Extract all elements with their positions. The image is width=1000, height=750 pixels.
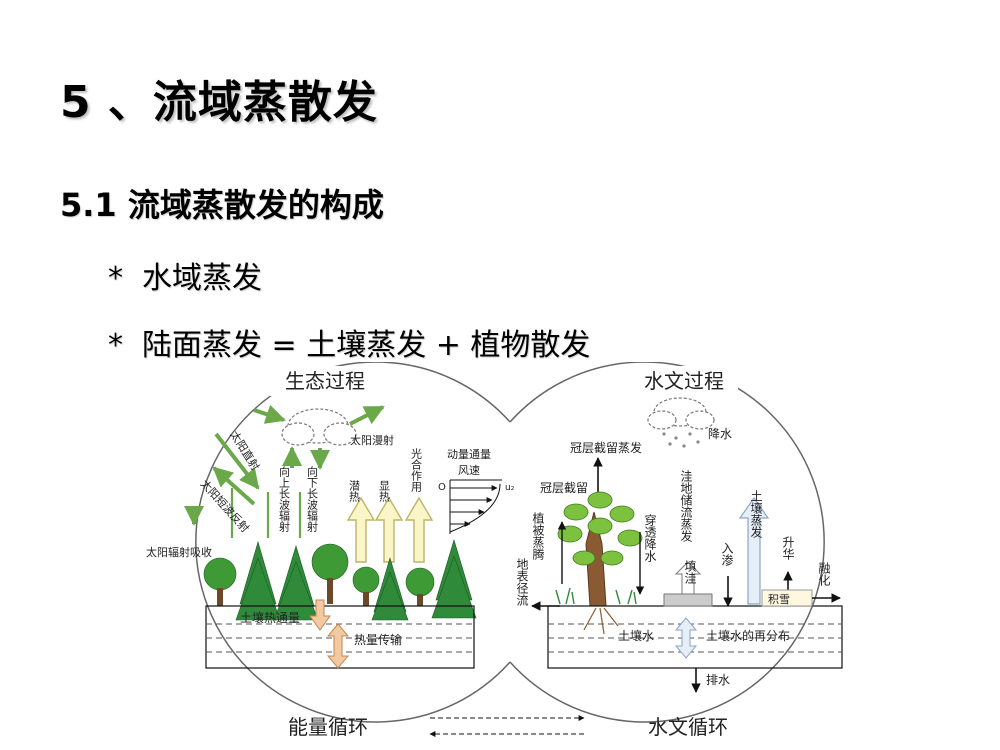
label-photosynthesis: 光合作用 [410, 447, 423, 493]
section-subtitle: 5.1 流域蒸散发的构成 [60, 186, 384, 224]
photo-arrow [404, 496, 434, 563]
roots [583, 607, 619, 635]
label-surface-runoff: 地表径流 [515, 558, 529, 606]
diffuse-arrow [349, 405, 385, 426]
longwave-labels: 向上长波辐射 向下长波辐射 [278, 465, 319, 533]
label-soil-evap: 土壤蒸发 [749, 490, 763, 538]
bullet-land-evaporation: * 陆面蒸发 = 土壤蒸发 + 植物散发 [108, 320, 590, 364]
soil-heat-arrow [309, 599, 331, 631]
grass [555, 587, 637, 605]
soil-evap-arrow [738, 496, 770, 605]
latent-heat-arrow [346, 496, 376, 563]
label-latent-heat: 潜热 [348, 479, 361, 503]
left-vegetation [203, 538, 477, 621]
redistribution-arrow [674, 617, 698, 659]
label-solar-reflect: 太阳短波反射 [198, 477, 253, 535]
label-throughfall: 穿透降水 [643, 513, 657, 562]
label-sensible-heat: 显热 [378, 480, 391, 503]
label-soil-heat-flux: 土壤热通量 [240, 610, 300, 625]
label-soil-water: 土壤水 [618, 628, 654, 643]
label-fill: 填洼 [683, 560, 697, 585]
label-snowpack: 积雪 [768, 593, 790, 606]
bullet-text: 水域蒸发 [142, 261, 262, 296]
label-canopy-intercept: 冠层截留 [540, 481, 588, 495]
label-transpiration: 植被蒸腾 [531, 511, 545, 560]
label-lw-down: 向下长波辐射 [306, 465, 319, 533]
label-sublimation: 升华 [781, 536, 795, 560]
bullet-water-evaporation: * 水域蒸发 [108, 253, 262, 297]
label-snowmelt: 融化 [817, 562, 831, 587]
heat-transfer-arrow [326, 623, 350, 669]
right-heading: 水文过程 [644, 369, 724, 393]
slide-title: 5 、流域蒸散发 [60, 77, 378, 128]
label-precip: 降水 [708, 427, 732, 441]
rain-cloud-icon [647, 397, 715, 430]
energy-cycle-label: 能量循环 [288, 715, 368, 739]
label-soil-redistribution: 土壤水的再分布 [706, 628, 790, 643]
label-solar-absorb: 太阳辐射吸收 [146, 545, 212, 559]
label-lw-up: 向上长波辐射 [278, 465, 291, 533]
label-depression: 洼地储流蒸发 [679, 470, 693, 542]
solar-direct-arrow [214, 432, 260, 490]
label-heat-transfer: 热量传输 [354, 632, 402, 647]
label-wind: 风速 [458, 464, 480, 477]
label-solar-direct: 太阳直射 [227, 428, 262, 473]
rain-drops [662, 432, 700, 448]
label-drainage: 排水 [706, 673, 730, 687]
fill-arrow [674, 561, 702, 595]
cloud-icon [281, 408, 357, 446]
left-heading: 生态过程 [285, 369, 365, 393]
cloud-out-arrow [253, 404, 286, 424]
evapotranspiration-diagram: 生态过程 水文过程 太阳直射 太阳短波反射 太阳漫射 太阳辐射吸收 向上长波辐射… [146, 362, 843, 739]
water-cycle-label: 水文循环 [648, 715, 728, 739]
depression-block [663, 593, 713, 607]
left-circle [195, 362, 511, 723]
label-infiltration: 入渗 [720, 542, 734, 566]
label-canopy-evap: 冠层截留蒸发 [570, 440, 642, 455]
right-circle [509, 362, 825, 723]
solar-reflect-arrow [212, 466, 256, 506]
bullet-text: 陆面蒸发 = 土壤蒸发 + 植物散发 [142, 328, 591, 363]
axis-u-label: u₂ [505, 483, 515, 493]
label-momentum: 动量通量 [447, 448, 491, 461]
sensible-heat-arrow [374, 496, 404, 563]
bullet-marker: * [108, 328, 123, 363]
axis-origin-label: O [438, 482, 446, 493]
right-tree [557, 491, 643, 607]
label-solar-diffuse: 太阳漫射 [350, 433, 394, 447]
bullet-marker: * [108, 261, 123, 296]
wind-profile [449, 479, 502, 534]
